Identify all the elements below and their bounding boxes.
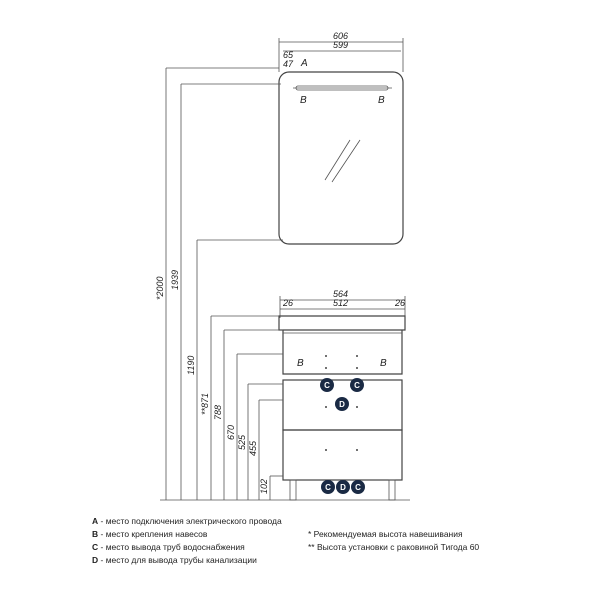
marker-c-left: C bbox=[320, 378, 334, 392]
legend-c: C - место вывода труб водоснабжения bbox=[92, 542, 245, 552]
mark-a-label: A bbox=[300, 58, 308, 69]
mark-b-left: B bbox=[300, 95, 307, 106]
dim-512: 512 bbox=[333, 298, 348, 308]
marker-c-bottom-right: C bbox=[351, 480, 365, 494]
marker-d-bottom: D bbox=[336, 480, 350, 494]
note-recommended-height: * Рекомендуемая высота навешивания bbox=[308, 529, 463, 539]
drawer-lower bbox=[282, 429, 403, 481]
dim-102: 102 bbox=[259, 479, 269, 494]
legend-b: B - место крепления навесов bbox=[92, 529, 208, 539]
dim-599: 599 bbox=[333, 40, 348, 50]
dim-65: 65 bbox=[283, 50, 294, 60]
dim-871: **871 bbox=[200, 393, 210, 415]
dim-2000: *2000 bbox=[155, 276, 165, 300]
svg-text:C: C bbox=[324, 381, 330, 390]
marker-c-right: C bbox=[350, 378, 364, 392]
legend-a: A - место подключения электрического про… bbox=[92, 516, 282, 526]
sink-top bbox=[278, 315, 406, 331]
svg-text:C: C bbox=[325, 483, 331, 492]
mounting-dots bbox=[325, 355, 358, 369]
dim-606: 606 bbox=[333, 31, 348, 41]
svg-text:C: C bbox=[354, 381, 360, 390]
mirror-reflection-1 bbox=[324, 139, 351, 181]
cabinet-upper bbox=[282, 330, 403, 375]
mark-b-cab-left: B bbox=[297, 358, 304, 369]
legend-left: A - место подключения электрического про… bbox=[92, 515, 282, 567]
svg-text:D: D bbox=[339, 400, 345, 409]
marker-c-bottom-left: C bbox=[321, 480, 335, 494]
dim-525: 525 bbox=[237, 434, 247, 450]
mirror-light-bar bbox=[295, 85, 389, 91]
dim-670: 670 bbox=[226, 425, 236, 440]
note-install-height: ** Высота установки с раковиной Тигода 6… bbox=[308, 542, 480, 552]
dim-455: 455 bbox=[248, 440, 258, 456]
drawer-handle-dots bbox=[325, 406, 358, 451]
leg-left bbox=[289, 479, 297, 501]
mark-b-right: B bbox=[378, 95, 385, 106]
dim-564: 564 bbox=[333, 289, 348, 299]
dim-1939: 1939 bbox=[170, 270, 180, 290]
dim-788: 788 bbox=[213, 405, 223, 420]
dim-47: 47 bbox=[283, 59, 294, 69]
leg-right bbox=[388, 479, 396, 501]
dim-26-left: 26 bbox=[282, 298, 293, 308]
dim-26-right: 26 bbox=[394, 298, 405, 308]
dim-1190: 1190 bbox=[186, 356, 196, 375]
svg-text:D: D bbox=[340, 483, 346, 492]
mirror-reflection-2 bbox=[331, 139, 361, 183]
mirror-outline bbox=[278, 71, 404, 245]
legend-d: D - место для вывода трубы канализации bbox=[92, 555, 257, 565]
mark-b-cab-right: B bbox=[380, 358, 387, 369]
legend-right: * Рекомендуемая высота навешивания ** Вы… bbox=[308, 528, 479, 554]
svg-text:C: C bbox=[355, 483, 361, 492]
marker-d-upper: D bbox=[335, 397, 349, 411]
